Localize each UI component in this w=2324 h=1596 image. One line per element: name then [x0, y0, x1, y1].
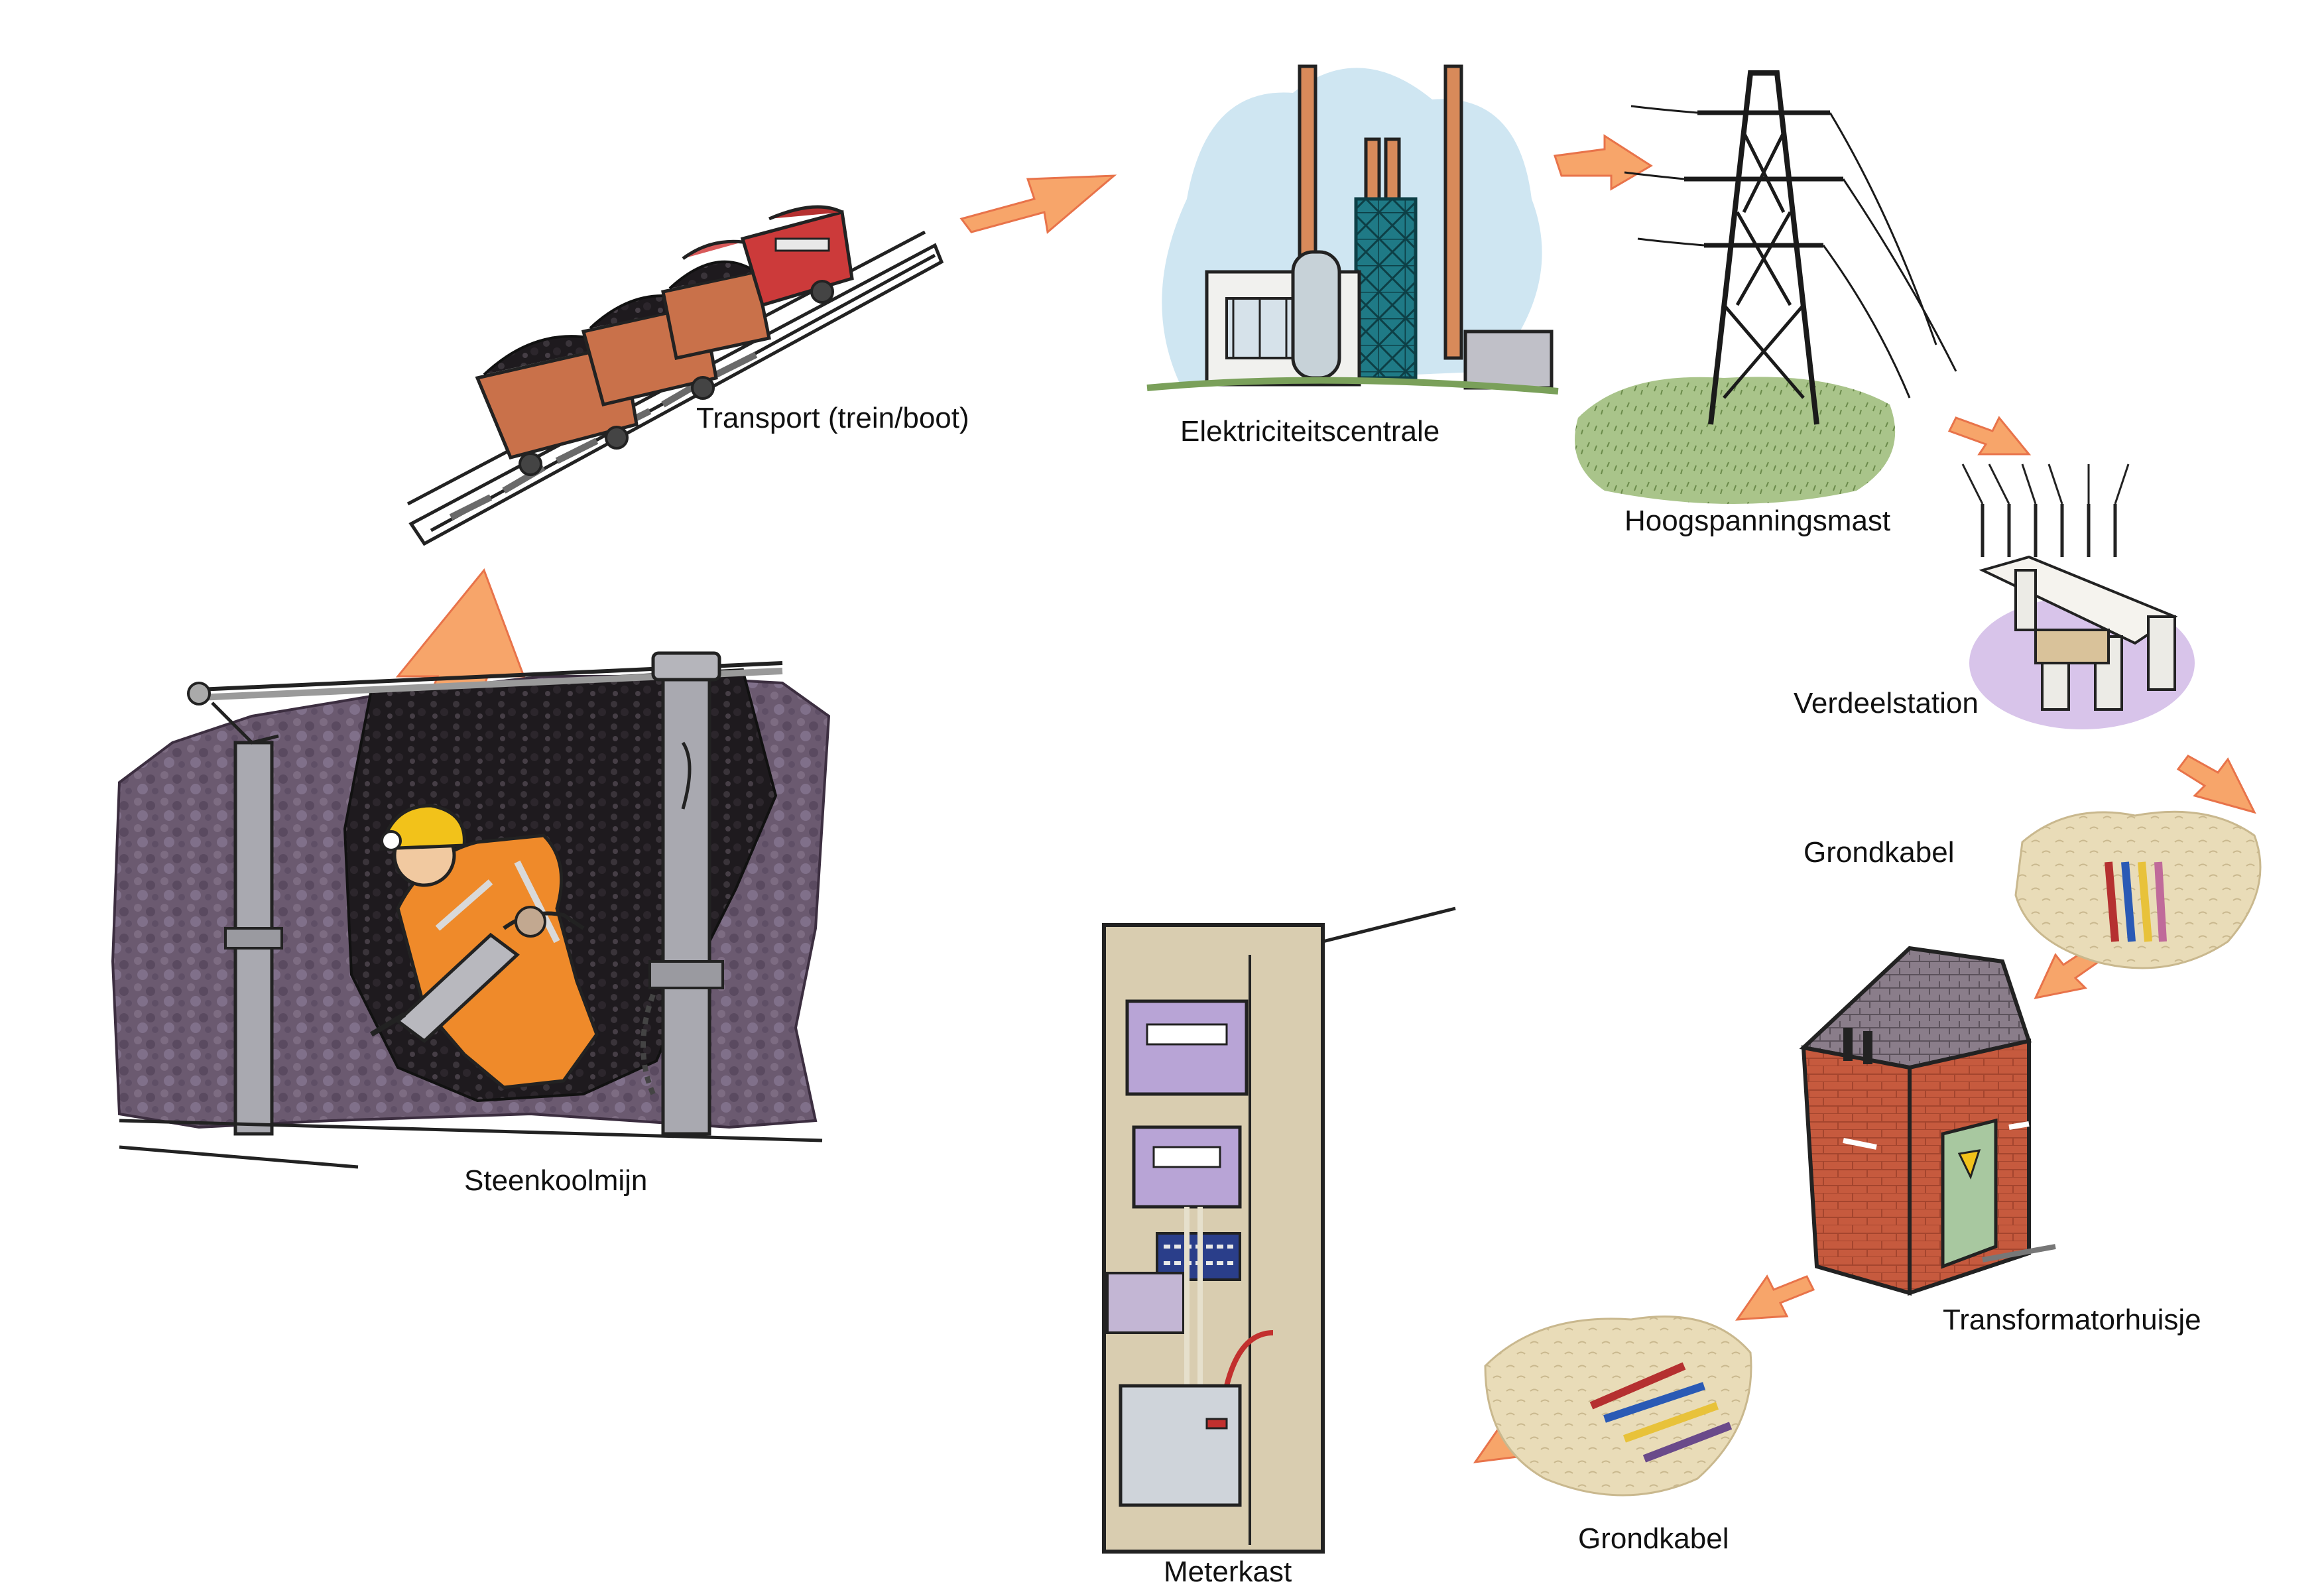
- station-label-transformer: Transformatorhuisje: [1943, 1304, 2201, 1336]
- station-label-cable2: Grondkabel: [1578, 1522, 1729, 1555]
- arrow-icon: [1554, 134, 1653, 191]
- arrow-icon: [2176, 755, 2256, 814]
- substation-illustration: [1961, 463, 2195, 729]
- coal-mine-miner-illustration: [111, 651, 831, 1169]
- station-label-substation: Verdeelstation: [1794, 687, 1979, 719]
- high-voltage-pylon-illustration: [1575, 70, 1957, 504]
- underground-cable-illustration: [2014, 810, 2262, 969]
- coal-train-illustration: [406, 205, 944, 546]
- station-label-meter: Meterkast: [1164, 1556, 1292, 1588]
- arrow-icon: [1735, 1274, 1815, 1321]
- transformer-house-illustration: [1799, 946, 2056, 1296]
- underground-cable-illustration: [1484, 1316, 1752, 1497]
- station-label-power-plant: Elektriciteitscentrale: [1180, 415, 1439, 448]
- station-label-mine: Steenkoolmijn: [464, 1164, 647, 1197]
- meter-cabinet-illustration: [1102, 906, 1456, 1554]
- power-plant-illustration: [1146, 64, 1559, 395]
- station-label-transport: Transport (trein/boot): [696, 402, 969, 434]
- station-label-cable1: Grondkabel: [1804, 836, 1954, 869]
- station-label-pylon: Hoogspanningsmast: [1624, 505, 1890, 537]
- arrow-icon: [959, 174, 1117, 234]
- arrow-icon: [1947, 416, 2032, 456]
